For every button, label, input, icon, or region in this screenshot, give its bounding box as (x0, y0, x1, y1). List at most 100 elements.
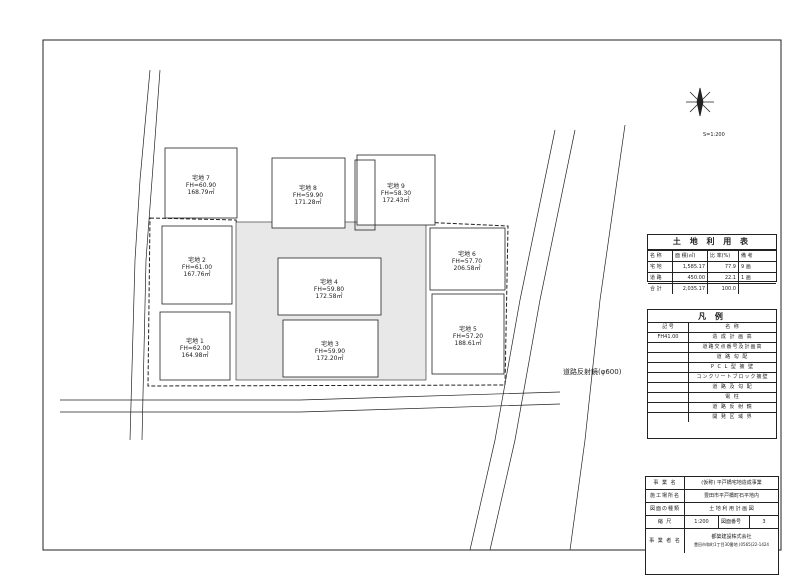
legend-name: 開 発 区 域 界 (712, 414, 753, 420)
legend-header-row: 記 号 名 称 (648, 322, 776, 332)
lot-outlines (159, 147, 506, 381)
header-cell: 比 率(%) (708, 251, 739, 261)
legend-row: 開 発 区 域 界 (648, 412, 776, 422)
header-cell: 名 称 (725, 324, 740, 330)
legend-row: 道路交点番号及計画高 (648, 342, 776, 352)
cell: 9 画 (741, 263, 751, 270)
legend-row: P C L 型 擁 壁 (648, 362, 776, 372)
lot-name: 宅地 1 (186, 337, 204, 345)
title-key: 縮 尺 (646, 516, 685, 528)
cell: 1,585.17 (673, 262, 708, 272)
legend-name: P C L 型 擁 壁 (710, 364, 755, 370)
header-cell: 記 号 (648, 323, 689, 332)
legend-row: 道 路 反 射 鏡 (648, 402, 776, 412)
lot-name: 宅地 4 (320, 278, 338, 286)
title-value: 1:200 (685, 516, 719, 528)
cell: 77.9 (708, 262, 739, 272)
lot-fh: FH=59.90 (315, 348, 345, 355)
title-row: 事 業 者 名 都築建設株式会社 豊田市和町1丁目30番地 (0565)22-1… (646, 528, 778, 557)
header-cell: 面 積(㎡) (673, 251, 708, 261)
lot-name: 宅地 5 (459, 325, 477, 333)
legend-symbol (648, 353, 689, 362)
title-value: 土 地 利 用 計 画 図 (709, 505, 754, 512)
lot-area: 206.58㎡ (454, 264, 481, 272)
lot-area: 188.61㎡ (455, 339, 482, 347)
legend-name: 道 路 及 勾 配 (712, 384, 753, 390)
cell: 2,035.17 (673, 284, 708, 294)
lot-name: 宅地 8 (299, 184, 317, 192)
legend-rows: FH41.00 造 成 計 画 高道路交点番号及計画高道 路 勾 配 P C L 型… (648, 332, 776, 422)
lot-name: 宅地 7 (192, 174, 210, 182)
lot-fh: FH=62.00 (180, 345, 210, 352)
title-row: 施工場所名 豊田市平戸橋町石平地内 (646, 489, 778, 502)
cell (739, 284, 776, 294)
lot-name: 宅地 2 (188, 256, 206, 264)
legend-name: 道路交点番号及計画高 (702, 344, 763, 350)
title-value: 都築建設株式会社 豊田市和町1丁目30番地 (0565)22-1424 (685, 529, 778, 553)
cell: 道 路 (648, 273, 673, 283)
lot-area: 172.43㎡ (383, 196, 410, 204)
legend-symbol (648, 383, 689, 392)
table-row: 道 路 450.00 22.1 1 画 (648, 272, 776, 283)
legend-symbol (648, 413, 689, 422)
lot-fh: FH=57.20 (453, 333, 483, 340)
legend-row: 電 柱 (648, 392, 776, 402)
header-cell: 備 考 (741, 252, 753, 259)
legend-name: 造 成 計 画 高 (712, 334, 753, 340)
drawing-border (42, 39, 782, 551)
cell: 100.0 (708, 284, 739, 294)
legend-name: 道 路 反 射 鏡 (712, 404, 753, 410)
legend-row: 道 路 勾 配 (648, 352, 776, 362)
title-row: 図面の種類 土 地 利 用 計 画 図 (646, 502, 778, 515)
table-row: 宅 地 1,585.17 77.9 9 画 (648, 261, 776, 272)
lot-area: 167.76㎡ (184, 270, 211, 278)
title-block: 事 業 名 (仮称) 平戸橋宅地造成事業 施工場所名 豊田市平戸橋町石平地内 図… (645, 476, 779, 575)
title-value: (仮称) 平戸橋宅地造成事業 (701, 479, 762, 486)
legend-row: コンクリートブロック擁壁 (648, 372, 776, 382)
lot-name: 宅地 9 (387, 182, 405, 190)
table-row: 合 計 2,035.17 100.0 (648, 283, 776, 294)
lot-area: 172.20㎡ (317, 354, 344, 362)
cell: 宅 地 (648, 262, 673, 272)
title-extra-value: 3 (762, 518, 766, 525)
legend-row: FH41.00 造 成 計 画 高 (648, 332, 776, 342)
title-key: 事 業 名 (646, 477, 685, 489)
legend-symbol (648, 343, 689, 352)
legend-symbol (648, 393, 689, 402)
cell: 1 画 (741, 274, 751, 281)
legend-symbol: FH41.00 (648, 333, 689, 342)
land-use-header-row: 名 称 面 積(㎡) 比 率(%) 備 考 (648, 250, 776, 261)
north-arrow-icon (686, 87, 714, 117)
company-name: 都築建設株式会社 (711, 534, 752, 540)
title-value: 豊田市平戸橋町石平地内 (703, 492, 759, 499)
legend-name: 道 路 勾 配 (716, 354, 749, 360)
title-key: 施工場所名 (646, 490, 685, 502)
lot-fh: FH=59.80 (314, 286, 344, 293)
road-mirror-label: 道路反射鏡(φ600) (563, 367, 622, 376)
cell: 22.1 (708, 273, 739, 283)
cell: 合 計 (648, 284, 673, 294)
legend-symbol (648, 363, 689, 372)
title-key: 図面の種類 (646, 503, 685, 515)
header-cell: 名 称 (648, 251, 673, 261)
title-extra-key: 図面番号 (719, 516, 750, 528)
road-lines (60, 69, 626, 551)
title-row: 縮 尺 1:200 図面番号 3 (646, 515, 778, 528)
lot-fh: FH=58.30 (381, 190, 411, 197)
lot-area: 164.98㎡ (182, 351, 209, 359)
lot-name: 宅地 3 (321, 340, 339, 348)
lot-fh: FH=57.70 (452, 258, 482, 265)
scale-note: S=1:200 (703, 132, 725, 138)
lot-fh: FH=61.00 (182, 264, 212, 271)
lot-area: 168.79㎡ (188, 188, 215, 196)
legend-row: 道 路 及 勾 配 (648, 382, 776, 392)
cell: 450.00 (673, 273, 708, 283)
legend-symbol (648, 403, 689, 412)
title-row: 事 業 名 (仮称) 平戸橋宅地造成事業 (646, 477, 778, 489)
lot-area: 172.58㎡ (316, 292, 343, 300)
legend-symbol (648, 373, 689, 382)
legend-name: コンクリートブロック擁壁 (696, 374, 769, 380)
